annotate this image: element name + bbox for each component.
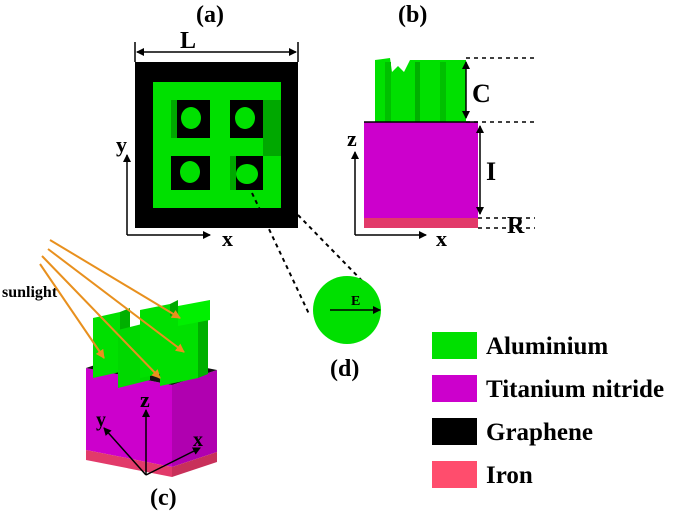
- tin-side-face: [172, 370, 217, 467]
- c-y-label: y: [96, 409, 106, 431]
- b-x-label: x: [436, 226, 447, 251]
- panel-d: E (d): [313, 276, 381, 382]
- aluminium-top-view: [153, 82, 281, 208]
- iron-side-strip: [172, 452, 217, 477]
- r-label: R: [507, 213, 525, 239]
- titanium-nitride-side-view: [364, 122, 478, 218]
- legend-swatch-graphene: [432, 418, 477, 445]
- panel-b: (b) C I R z x: [347, 2, 535, 251]
- e-field-label: E: [351, 294, 360, 309]
- sunlight-rays: [39, 239, 185, 379]
- c-x-axis: [145, 447, 201, 476]
- panel-a: (a) L: [116, 2, 375, 317]
- iron-front-strip: [86, 450, 172, 477]
- i-label: I: [486, 157, 496, 186]
- panel-c-tag: (c): [150, 485, 177, 511]
- panel-d-tag: (d): [330, 356, 359, 382]
- c-x-label: x: [193, 429, 203, 451]
- c-y-axis: [103, 427, 147, 476]
- tin-front-face: [86, 368, 172, 467]
- c-label: C: [472, 79, 491, 108]
- legend-swatch-aluminium: [432, 332, 477, 359]
- legend: Aluminium Titanium nitride Graphene Iron: [432, 332, 664, 489]
- legend-swatch-titanium-nitride: [432, 375, 477, 402]
- aluminium-side-view: [375, 58, 466, 122]
- c-z-label: z: [140, 387, 150, 412]
- legend-label-titanium-nitride: Titanium nitride: [486, 376, 664, 403]
- iron-side-view: [364, 218, 478, 228]
- legend-label-iron: Iron: [486, 462, 533, 489]
- legend-label-aluminium: Aluminium: [486, 333, 608, 360]
- panel-b-tag: (b): [398, 2, 427, 28]
- zoom-line-left: [251, 192, 311, 317]
- panel-a-tag: (a): [196, 2, 224, 28]
- legend-swatch-iron: [432, 461, 477, 488]
- sunlight-label: sunlight: [2, 284, 58, 301]
- a-x-label: x: [222, 226, 233, 251]
- a-y-label: y: [116, 132, 127, 157]
- panel-c: sunlight z y x: [2, 239, 217, 511]
- b-z-label: z: [347, 126, 357, 151]
- legend-label-graphene: Graphene: [486, 419, 593, 446]
- l-label: L: [180, 28, 196, 54]
